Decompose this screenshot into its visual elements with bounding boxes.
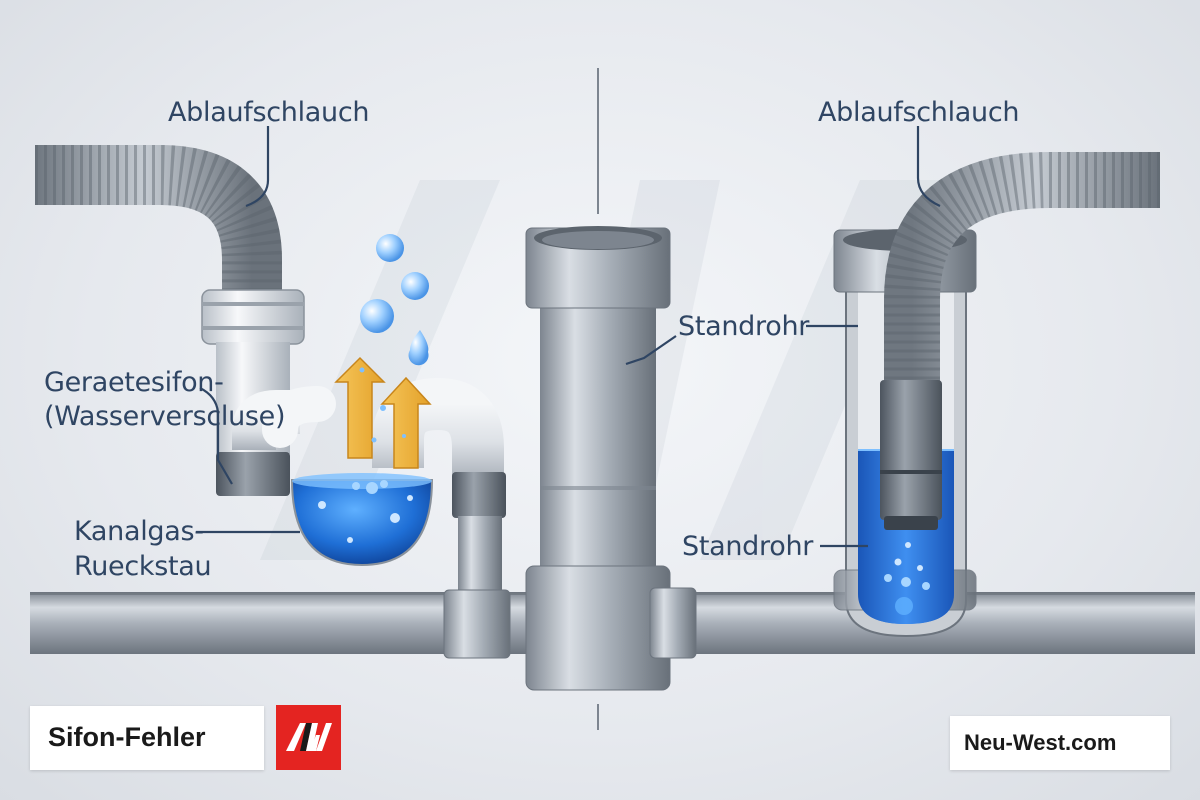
brand-logo — [276, 705, 341, 770]
brand-logo-mark — [276, 705, 341, 770]
diagram-title: Sifon-Fehler — [48, 722, 206, 753]
left-hose — [35, 175, 252, 292]
label-siphon-line1: Geraetesifon- — [44, 366, 224, 400]
title-badge: Sifon-Fehler — [30, 706, 264, 770]
label-standpipe-bottom: Standrohr — [682, 530, 813, 564]
label-left-hose: Ablaufschlauch — [168, 96, 369, 130]
center-standpipe — [526, 226, 696, 690]
site-badge: Neu-West.com — [950, 716, 1170, 770]
site-url: Neu-West.com — [964, 730, 1116, 756]
label-standpipe-top: Standrohr — [678, 310, 809, 344]
siphon-outlet-pipe — [444, 472, 510, 658]
label-gas-line1: Kanalgas- — [74, 515, 204, 549]
right-standpipe — [834, 180, 1160, 636]
label-gas-line2: Rueckstau — [74, 550, 211, 584]
label-right-hose: Ablaufschlauch — [818, 96, 1019, 130]
label-siphon-line2: (Wasserverscluse) — [44, 400, 285, 434]
